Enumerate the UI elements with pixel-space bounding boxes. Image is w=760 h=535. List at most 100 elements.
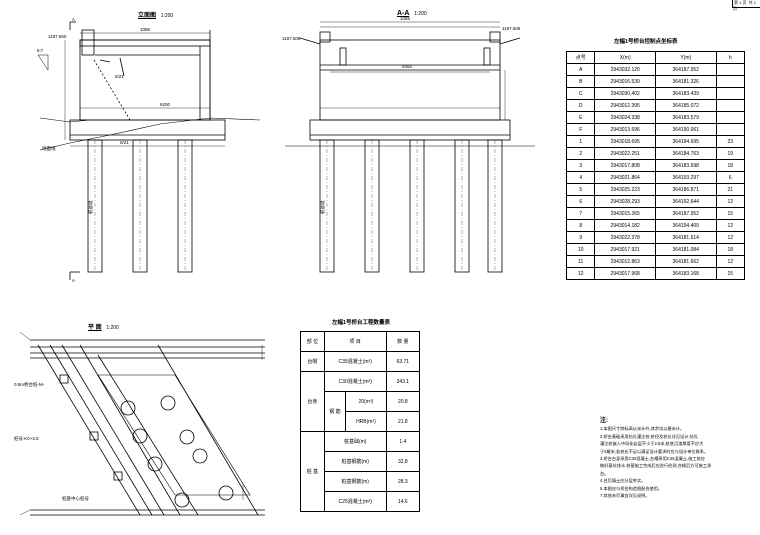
coord-x: 2943014.182 bbox=[594, 219, 656, 232]
note-line: 4.台后填土应分层夯实。 bbox=[600, 478, 646, 484]
coord-point: A bbox=[565, 63, 596, 76]
qty-item: C30混凝土(m³) bbox=[323, 371, 387, 392]
sec-level-right: 1187.508 bbox=[502, 26, 521, 31]
qty-item: 桩基础(m) bbox=[323, 431, 387, 452]
page-total: 共 1 页 bbox=[733, 0, 756, 11]
note-line: 1.本图尺寸除标高以米计外,其余均以厘米计。 bbox=[600, 426, 685, 432]
coord-x: 2943022.378 bbox=[594, 231, 656, 244]
qty-value: 1.4 bbox=[385, 431, 421, 452]
coord-y: 364184.763 bbox=[654, 147, 717, 160]
coord-x: 2943016.539 bbox=[594, 75, 656, 88]
qty-value: 28.3 bbox=[385, 471, 421, 492]
table-row: 桩基钢筋(m) 28.3 bbox=[301, 471, 421, 492]
note-line: 7.其他未尽事宜详见说明。 bbox=[600, 493, 650, 499]
qty-subpart: 钢 筋 bbox=[323, 391, 347, 432]
coord-x: 2943032.120 bbox=[594, 63, 656, 76]
coord-y: 364181.662 bbox=[654, 255, 717, 268]
note-line: 灌注桩嵌入中风化岩层不小于2.5米,桩底沉渣厚度不应大 bbox=[600, 441, 704, 447]
coord-x: 2943012.395 bbox=[594, 99, 656, 112]
elev-level-left: 1187.560 bbox=[48, 34, 67, 39]
section-view bbox=[285, 21, 535, 273]
coord-header-h: h bbox=[715, 51, 745, 64]
coord-h bbox=[715, 111, 745, 124]
coord-y: 364193.297 bbox=[654, 171, 717, 184]
coord-h: 15 bbox=[715, 207, 745, 220]
coord-h bbox=[715, 123, 745, 136]
qty-value: 63.71 bbox=[385, 351, 421, 372]
coord-point: C bbox=[565, 87, 596, 100]
table-row: 桩基钢筋(m) 32.8 bbox=[301, 451, 421, 472]
elev-lower-dim: 6/21 bbox=[120, 140, 129, 145]
table-row: 钢 筋 20(m³) 20.8 bbox=[301, 391, 421, 432]
coord-y: 364183.698 bbox=[654, 159, 717, 172]
coord-x: 2943024.338 bbox=[594, 111, 656, 124]
coord-y: 364181.084 bbox=[654, 243, 717, 256]
coord-y: 364194.409 bbox=[654, 219, 717, 232]
qty-part: 台身 bbox=[300, 371, 325, 432]
coord-h: 12 bbox=[715, 231, 745, 244]
coord-h bbox=[715, 63, 745, 76]
coord-table-title: 左幅1号桥台控制点坐标表 bbox=[614, 39, 678, 45]
coord-point: 4 bbox=[565, 171, 596, 184]
qty-item: 桩基钢筋(m) bbox=[323, 451, 387, 472]
qty-value: 32.8 bbox=[385, 451, 421, 472]
coord-y: 364181.614 bbox=[654, 231, 717, 244]
elev-mid-dim2: 6200 bbox=[160, 102, 171, 107]
notes-title: 注: bbox=[600, 418, 608, 424]
coord-x: 2943028.293 bbox=[594, 195, 656, 208]
coord-h: 19 bbox=[715, 147, 745, 160]
qty-value: 343.1 bbox=[385, 371, 421, 392]
coord-x: 2943017.968 bbox=[594, 267, 656, 280]
coord-h: 6 bbox=[715, 171, 745, 184]
table-row: C25混凝土(m³) 14.6 bbox=[301, 491, 421, 512]
table-row: 台帽 C35混凝土(m³) 63.71 bbox=[300, 351, 421, 372]
coord-point: 9 bbox=[565, 231, 596, 244]
coord-point: B bbox=[565, 75, 596, 88]
coord-header-x: X(m) bbox=[594, 51, 656, 64]
qty-item: 20(m³) bbox=[345, 391, 387, 412]
qty-part: 桩 基 bbox=[300, 431, 325, 512]
coord-y: 364181.326 bbox=[654, 75, 717, 88]
coord-x: 2943017.808 bbox=[594, 159, 656, 172]
sec-mid-dim: 9450 bbox=[402, 64, 413, 69]
coord-x: 2943022.251 bbox=[594, 147, 656, 160]
plan-view bbox=[19, 331, 265, 516]
coord-y: 364183.439 bbox=[654, 87, 717, 100]
qty-header-part: 部 位 bbox=[300, 331, 325, 352]
note-line: 5.本图应与桥台构造图配合使用。 bbox=[600, 485, 663, 491]
coord-h: 18 bbox=[715, 159, 745, 172]
coord-header-y: Y(m) bbox=[654, 51, 717, 64]
slope-label: 6:7 bbox=[37, 48, 44, 53]
coord-x: 2943012.863 bbox=[594, 255, 656, 268]
notes-block: 注: 1.本图尺寸除标高以米计外,其余均以厘米计。 2.桥台基础采用钻孔灌注桩,… bbox=[600, 418, 718, 499]
coord-point: F bbox=[565, 123, 596, 136]
coord-y: 364185.072 bbox=[654, 99, 717, 112]
coord-point: 1 bbox=[565, 135, 596, 148]
coord-x: 2943017.921 bbox=[594, 243, 656, 256]
coord-h: 12 bbox=[715, 219, 745, 232]
coord-x: 2943030.402 bbox=[594, 87, 656, 100]
qty-item: C25混凝土(m³) bbox=[323, 491, 387, 512]
note-line: 3.桥台台身采用C30混凝土,台帽采用C35混凝土,施工前应 bbox=[600, 456, 705, 462]
plan-title: 平 面 1:200 bbox=[88, 325, 119, 331]
coord-y: 364194.695 bbox=[654, 135, 717, 148]
coord-point: 7 bbox=[565, 207, 596, 220]
note-line: 2.桥台基础采用钻孔灌注桩,桩径及桩长详见设计,钻孔 bbox=[600, 433, 698, 439]
coord-point: 6 bbox=[565, 195, 596, 208]
coord-y: 364192.644 bbox=[654, 195, 717, 208]
coord-point: 5 bbox=[565, 183, 596, 196]
coord-h bbox=[715, 87, 745, 100]
title-block: 第 1 页 共 1 页 bbox=[732, 0, 760, 11]
plan-label-a: 0.5m桥台桩-M- bbox=[14, 381, 45, 388]
qty-header-item: 项 目 bbox=[323, 331, 387, 352]
